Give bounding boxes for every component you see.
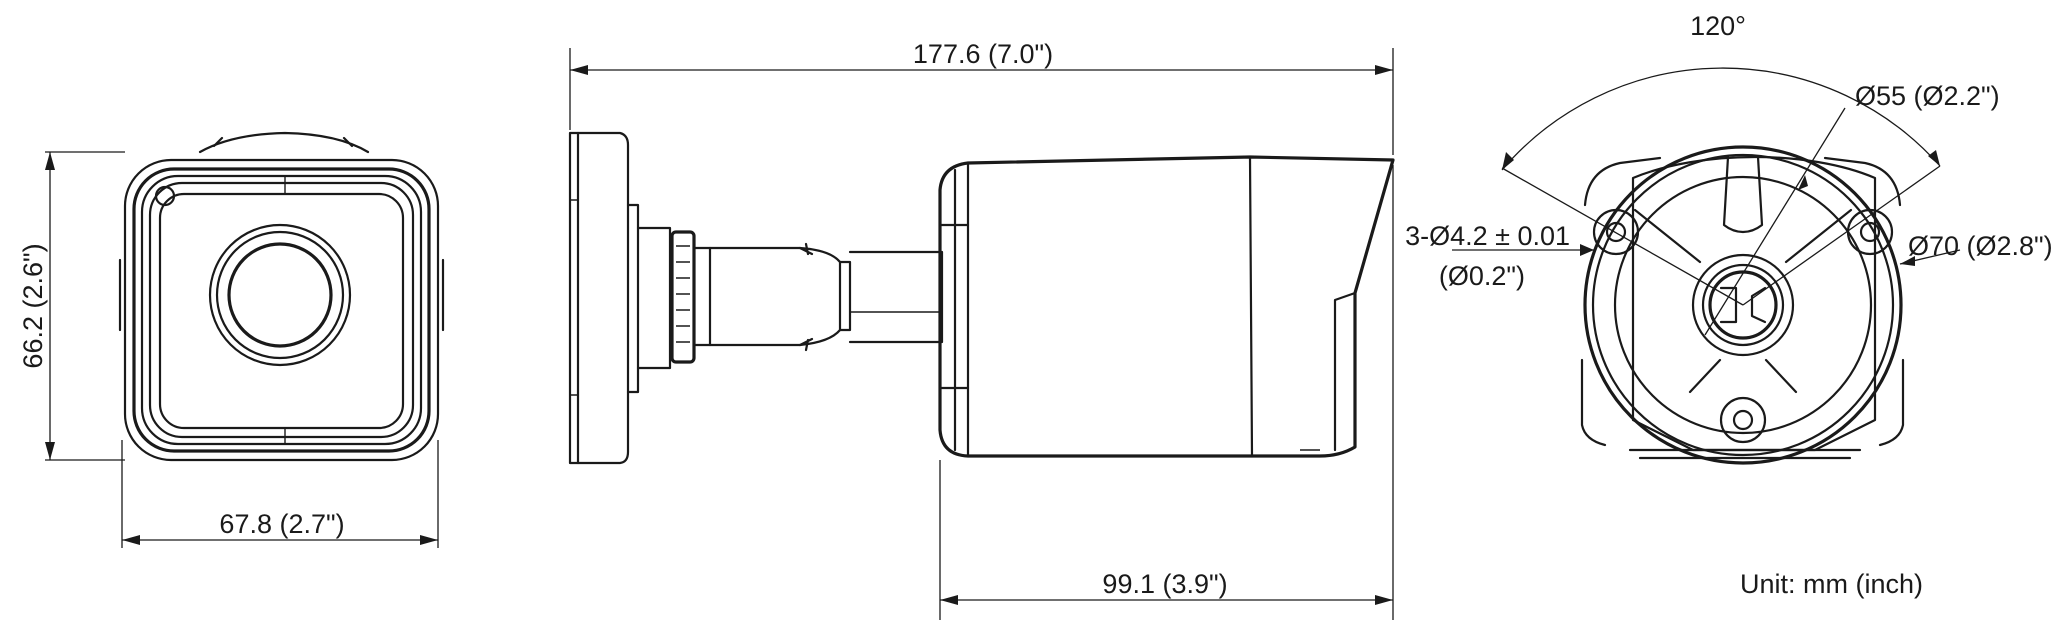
side-length-label: 177.6 (7.0") — [913, 39, 1053, 69]
side-view — [568, 131, 1395, 465]
front-width-label: 67.8 (2.7") — [219, 509, 344, 539]
base-inner-diameter-label: Ø55 (Ø2.2") — [1855, 81, 2000, 111]
front-dimensions — [45, 151, 439, 548]
mounting-holes-label: 3-Ø4.2 ± 0.01 — [1405, 221, 1570, 251]
base-dimensions — [1452, 67, 1961, 336]
side-body-label: 99.1 (3.9") — [1102, 569, 1227, 599]
front-height-label: 66.2 (2.6") — [18, 243, 48, 368]
angle-label: 120° — [1690, 11, 1746, 41]
lens — [208, 223, 352, 367]
mounting-holes-inch-label: (Ø0.2") — [1439, 261, 1525, 291]
base-outer-diameter-label: Ø70 (Ø2.8") — [1908, 231, 2053, 261]
side-dimensions — [569, 48, 1394, 620]
front-view — [118, 131, 445, 462]
unit-label: Unit: mm (inch) — [1740, 569, 1923, 599]
base-view — [1580, 145, 1905, 465]
base-outer-ring — [1583, 145, 1903, 465]
